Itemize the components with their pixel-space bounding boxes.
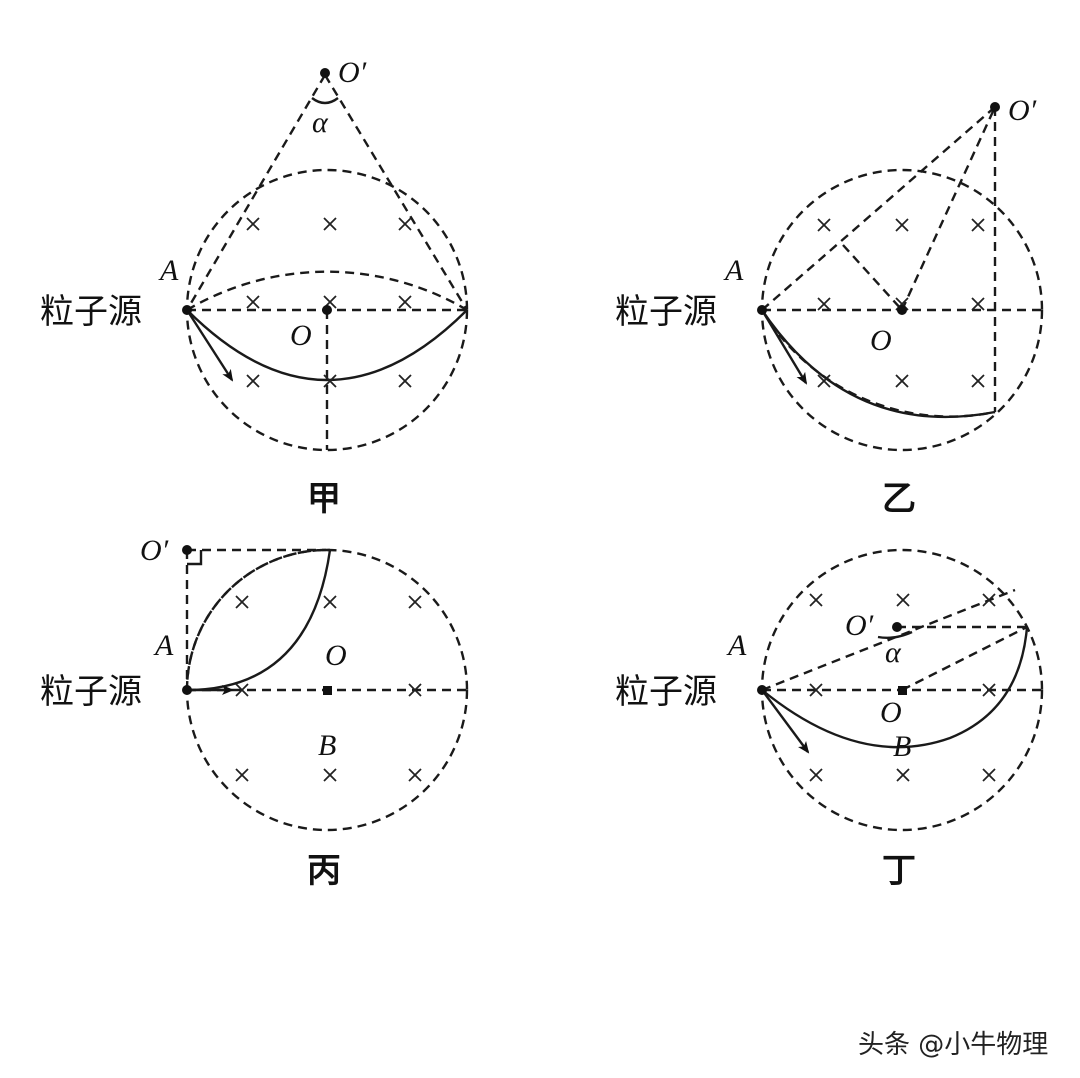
label-particle-source: 粒子源 xyxy=(40,672,142,712)
point-A-dot xyxy=(757,685,767,695)
label-A: A xyxy=(153,629,174,662)
label-particle-source: 粒子源 xyxy=(40,292,142,332)
right-angle-mark xyxy=(187,550,203,566)
particle-trajectory xyxy=(761,626,1029,749)
label-particle-source: 粒子源 xyxy=(615,292,717,332)
line-O-to-exit xyxy=(901,625,1028,692)
point-O-prime-dot xyxy=(892,622,902,632)
particle-trajectory xyxy=(186,549,332,692)
label-O-prime: O′ xyxy=(845,609,874,642)
perpendicular-line xyxy=(842,244,903,311)
label-A: A xyxy=(723,254,744,287)
label-O-prime: O′ xyxy=(1008,94,1037,127)
diagram-ding: O′ α A O B 粒子源 丁 xyxy=(615,548,1044,891)
caption-yi: 乙 xyxy=(882,479,916,519)
diagram-jia: O′ α A O 粒子源 甲 xyxy=(40,56,469,519)
velocity-arrow xyxy=(185,309,234,382)
caption-ding: 丁 xyxy=(882,851,916,891)
particle-trajectory xyxy=(186,309,468,382)
point-O-prime-dot xyxy=(182,545,192,555)
point-O-dot xyxy=(898,686,907,695)
line-A-to-upper-right xyxy=(761,588,1016,692)
line-A-to-O-prime xyxy=(761,106,996,311)
label-alpha: α xyxy=(885,636,902,669)
label-O-prime: O′ xyxy=(338,56,367,89)
label-O: O xyxy=(325,639,347,672)
watermark: 头条 @小牛物理 xyxy=(858,1030,1049,1060)
label-A: A xyxy=(726,629,747,662)
velocity-arrow xyxy=(760,309,808,385)
label-B: B xyxy=(893,730,911,763)
label-B: B xyxy=(318,729,336,762)
point-A-dot xyxy=(182,305,192,315)
label-O: O xyxy=(870,324,892,357)
label-O: O xyxy=(880,696,902,729)
caption-bing: 丙 xyxy=(307,851,341,891)
point-A-dot xyxy=(182,685,192,695)
point-O-prime-dot xyxy=(990,102,1000,112)
label-alpha: α xyxy=(312,106,329,139)
line-O-to-O-prime xyxy=(900,106,997,311)
point-A-dot xyxy=(757,305,767,315)
label-A: A xyxy=(158,254,179,287)
trajectory-circle-arc xyxy=(185,548,331,691)
diagram-yi: O′ A O 粒子源 乙 xyxy=(615,94,1044,519)
label-O-prime: O′ xyxy=(140,534,169,567)
diagram-bing: O′ A O B 粒子源 丙 xyxy=(40,534,469,891)
angle-arc xyxy=(877,630,913,640)
point-O-dot xyxy=(322,305,332,315)
velocity-arrow xyxy=(761,689,810,754)
point-O-prime-dot xyxy=(320,68,330,78)
label-O: O xyxy=(290,319,312,352)
label-particle-source: 粒子源 xyxy=(615,672,717,712)
point-O-dot xyxy=(323,686,332,695)
radius-line-left xyxy=(185,74,327,311)
point-O-dot xyxy=(897,305,907,315)
radius-line-right xyxy=(323,74,469,311)
caption-jia: 甲 xyxy=(307,479,341,519)
angle-arc xyxy=(311,97,339,105)
particle-trajectory xyxy=(761,309,996,419)
